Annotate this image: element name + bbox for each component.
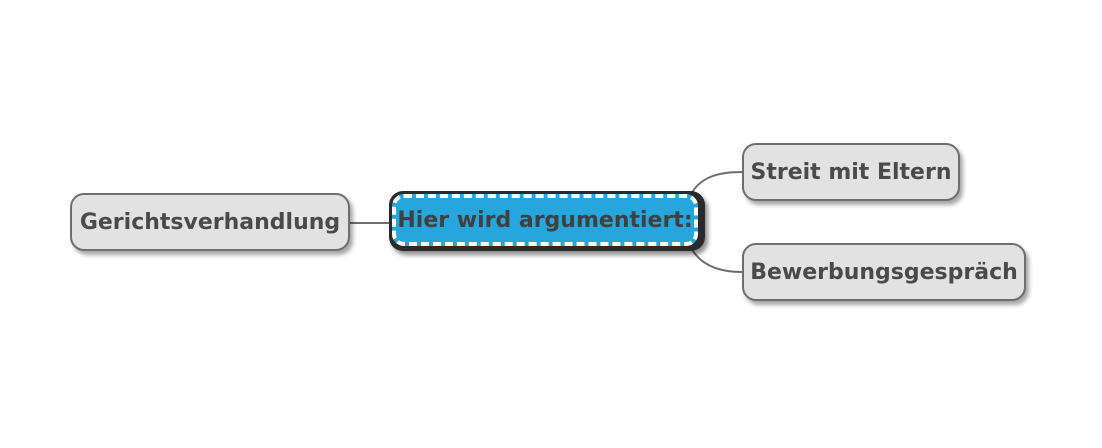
branch-node-streit-mit-eltern[interactable]: Streit mit Eltern — [742, 143, 960, 201]
branch-node-gerichtsverhandlung[interactable]: Gerichtsverhandlung — [70, 193, 350, 251]
branch-node-label: Gerichtsverhandlung — [79, 209, 341, 235]
root-node[interactable]: Hier wird argumentiert: — [392, 194, 698, 246]
branch-node-label: Bewerbungsgespräch — [750, 259, 1018, 285]
branch-node-label: Streit mit Eltern — [750, 159, 952, 185]
root-node-label: Hier wird argumentiert: — [397, 207, 693, 233]
branch-node-bewerbungsgespraech[interactable]: Bewerbungsgespräch — [742, 243, 1026, 301]
connector-root-to-bottom — [689, 245, 743, 273]
